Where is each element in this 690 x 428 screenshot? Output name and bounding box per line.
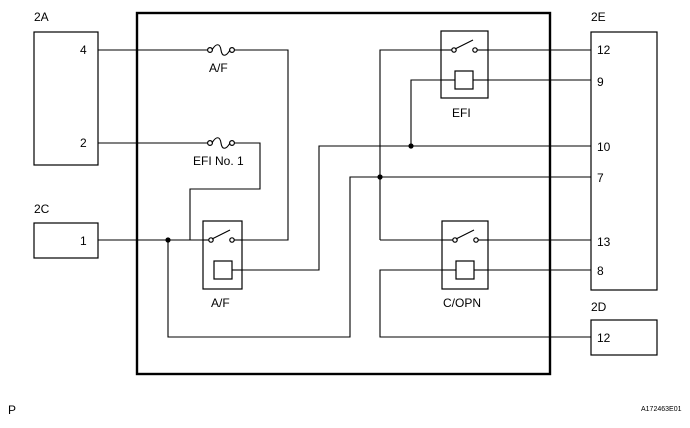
relay-copn-label: C/OPN <box>443 296 481 310</box>
connector-2e-pin-8: 8 <box>597 264 604 278</box>
connector-2e-pin-13: 13 <box>597 235 611 249</box>
wire-efi-coil-junction <box>410 79 441 146</box>
junction-dot <box>377 174 383 180</box>
wire-copn-coil-2d12 <box>379 269 591 338</box>
fuse-efi-no1 <box>207 137 236 149</box>
wire-af-coil-loop <box>167 176 380 338</box>
fuse-efi-no1-label: EFI No. 1 <box>193 154 244 168</box>
connector-2c-pin-1: 1 <box>80 234 87 248</box>
connector-2e-pin-12: 12 <box>597 43 611 57</box>
relay-efi-label: EFI <box>452 106 471 120</box>
connector-2a-pin-4: 4 <box>80 43 87 57</box>
connector-2c-label: 2C <box>34 202 50 216</box>
connector-2a-pin-2: 2 <box>80 136 87 150</box>
connector-2e-label: 2E <box>591 10 606 24</box>
fuse-af <box>207 44 236 56</box>
relay-copn <box>441 220 489 290</box>
relay-block-frame <box>135 11 552 376</box>
wire-af-coil-pin10 <box>240 145 591 271</box>
connector-2e-box <box>590 31 658 291</box>
relay-af-label: A/F <box>211 296 230 310</box>
connector-2d-label: 2D <box>591 300 607 314</box>
wire-2a2-efi1-fuse <box>98 142 261 241</box>
connector-2a-box <box>33 31 99 166</box>
connector-2e-pin-10: 10 <box>597 140 611 154</box>
connector-2d-pin-12: 12 <box>597 331 611 345</box>
connector-2c-box <box>33 222 99 259</box>
relay-af <box>202 220 243 290</box>
connector-2e-pin-9: 9 <box>597 75 604 89</box>
wire-2a4-af-fuse <box>98 49 289 241</box>
junction-dot <box>408 143 414 149</box>
junction-dot <box>165 237 171 243</box>
connector-2a-label: 2A <box>34 10 49 24</box>
relay-efi <box>440 30 489 99</box>
connector-2e-pin-7: 7 <box>597 171 604 185</box>
fuse-af-label: A/F <box>209 61 228 75</box>
footer-right-code: A172463E01 <box>641 406 682 413</box>
connector-2d-box <box>590 319 658 356</box>
footer-left-label: P <box>8 403 16 417</box>
